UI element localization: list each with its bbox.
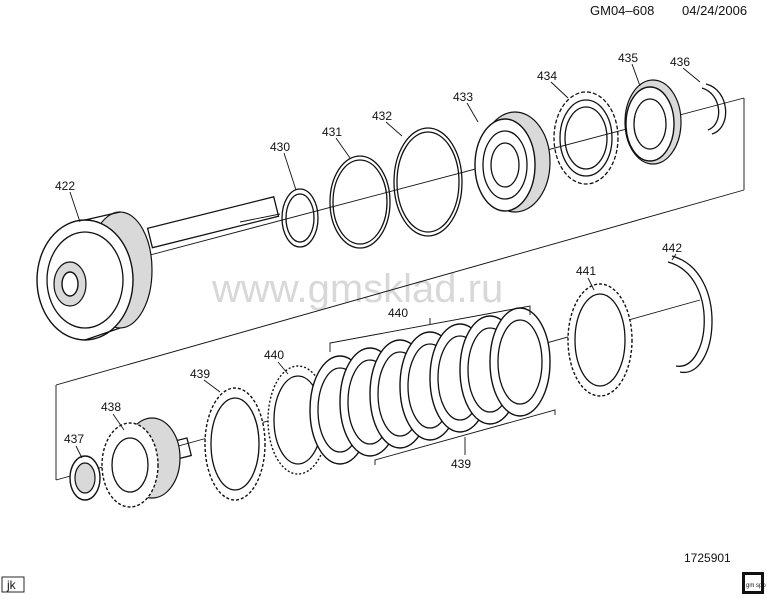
callout-436: 436 bbox=[670, 55, 690, 69]
corner-tag-box bbox=[1, 576, 25, 593]
part-436-snap-ring[interactable] bbox=[701, 83, 727, 135]
leader-lines bbox=[69, 63, 701, 459]
part-435-hub[interactable] bbox=[624, 79, 682, 165]
callout-441: 441 bbox=[576, 264, 596, 278]
corner-tag: jk bbox=[6, 578, 17, 592]
callout-433: 433 bbox=[453, 90, 473, 104]
watermark: www.gmsklad.ru bbox=[211, 267, 503, 311]
part-434-bearing[interactable] bbox=[553, 91, 619, 185]
part-422-drum-shaft[interactable] bbox=[36, 196, 281, 341]
callout-432: 432 bbox=[372, 109, 392, 123]
callout-422: 422 bbox=[55, 179, 75, 193]
callout-440-left: 440 bbox=[264, 348, 284, 362]
callout-439-group: 439 bbox=[451, 457, 471, 471]
callout-439-left: 439 bbox=[190, 367, 210, 381]
part-442-snap-ring[interactable] bbox=[667, 255, 713, 373]
part-432-ring[interactable] bbox=[393, 127, 463, 237]
diagram-ref: GM04–608 bbox=[590, 3, 654, 18]
part-431-ring[interactable] bbox=[329, 155, 391, 249]
callout-437: 437 bbox=[64, 432, 84, 446]
callout-435: 435 bbox=[618, 51, 638, 65]
part-430-snap-ring[interactable] bbox=[281, 188, 319, 248]
part-433-housing[interactable] bbox=[474, 111, 551, 213]
gm-spo-logo-text: gm spo bbox=[746, 583, 766, 589]
callout-438: 438 bbox=[101, 400, 121, 414]
part-437-seal[interactable] bbox=[69, 455, 101, 501]
callout-430: 430 bbox=[270, 140, 290, 154]
callout-434: 434 bbox=[537, 69, 557, 83]
gm-spo-logo: gm spo bbox=[742, 572, 766, 594]
callout-431: 431 bbox=[322, 125, 342, 139]
clutch-plate-stack[interactable] bbox=[204, 283, 633, 501]
part-438-gear-hub[interactable] bbox=[101, 417, 193, 508]
callout-440-group: 440 bbox=[388, 306, 408, 320]
plate-group-brackets bbox=[329, 305, 556, 465]
diagram-date: 04/24/2006 bbox=[682, 3, 747, 18]
callout-442: 442 bbox=[662, 241, 682, 255]
drawing-number: 1725901 bbox=[684, 551, 731, 565]
